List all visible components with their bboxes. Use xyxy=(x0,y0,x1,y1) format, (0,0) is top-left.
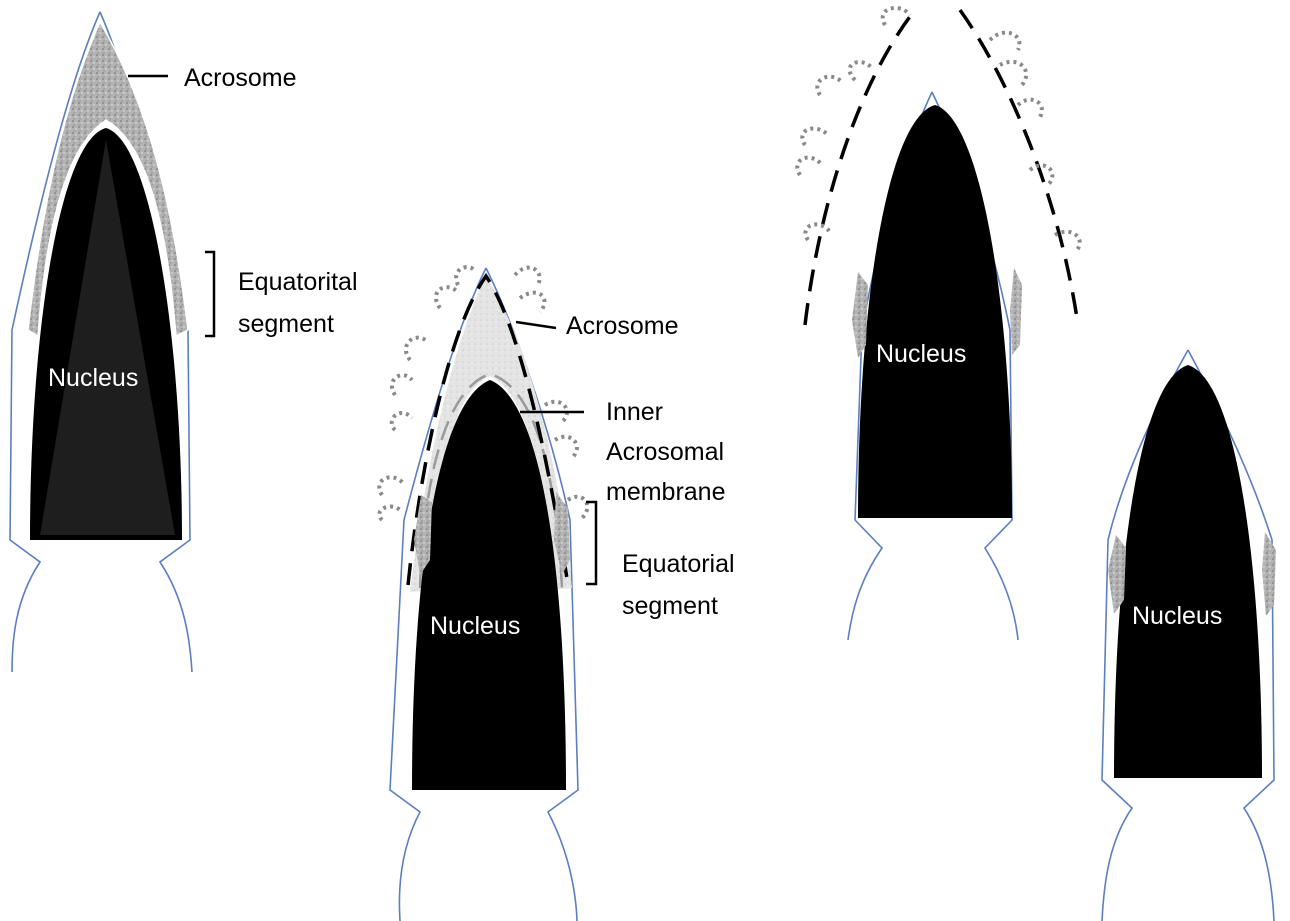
sperm-3-nucleus xyxy=(858,105,1012,518)
nucleus-label-4: Nucleus xyxy=(1132,602,1222,630)
equatorial-label-2-line1: Equatorial xyxy=(622,550,735,578)
sperm-3-equatorial-right xyxy=(1010,268,1022,355)
sperm-head-reacted xyxy=(1102,350,1276,921)
sperm-head-reacting xyxy=(379,267,587,921)
equatorial-label-1-line1: Equatorital xyxy=(238,268,358,296)
acrosome-label-2: Acrosome xyxy=(566,312,679,340)
equatorial-1-bracket xyxy=(205,252,214,336)
inner-membrane-label-line1: Inner xyxy=(606,398,663,426)
equatorial-2-bracket xyxy=(586,502,596,584)
sperm-4-equatorial-right xyxy=(1262,532,1276,616)
sperm-head-vesiculating xyxy=(797,8,1079,640)
acrosome-2-leader xyxy=(516,322,556,328)
nucleus-label-2: Nucleus xyxy=(430,612,520,640)
equatorial-label-1-line2: segment xyxy=(238,310,334,338)
sperm-4-nucleus xyxy=(1114,365,1262,778)
acrosome-label-1: Acrosome xyxy=(184,64,297,92)
sperm-3-equatorial-left xyxy=(852,272,868,358)
inner-membrane-label-line2: Acrosomal xyxy=(606,438,724,466)
equatorial-label-2-line2: segment xyxy=(622,592,718,620)
sperm-head-intact xyxy=(10,12,192,672)
nucleus-label-1: Nucleus xyxy=(48,364,138,392)
nucleus-label-3: Nucleus xyxy=(876,340,966,368)
inner-membrane-label-line3: membrane xyxy=(606,478,726,506)
